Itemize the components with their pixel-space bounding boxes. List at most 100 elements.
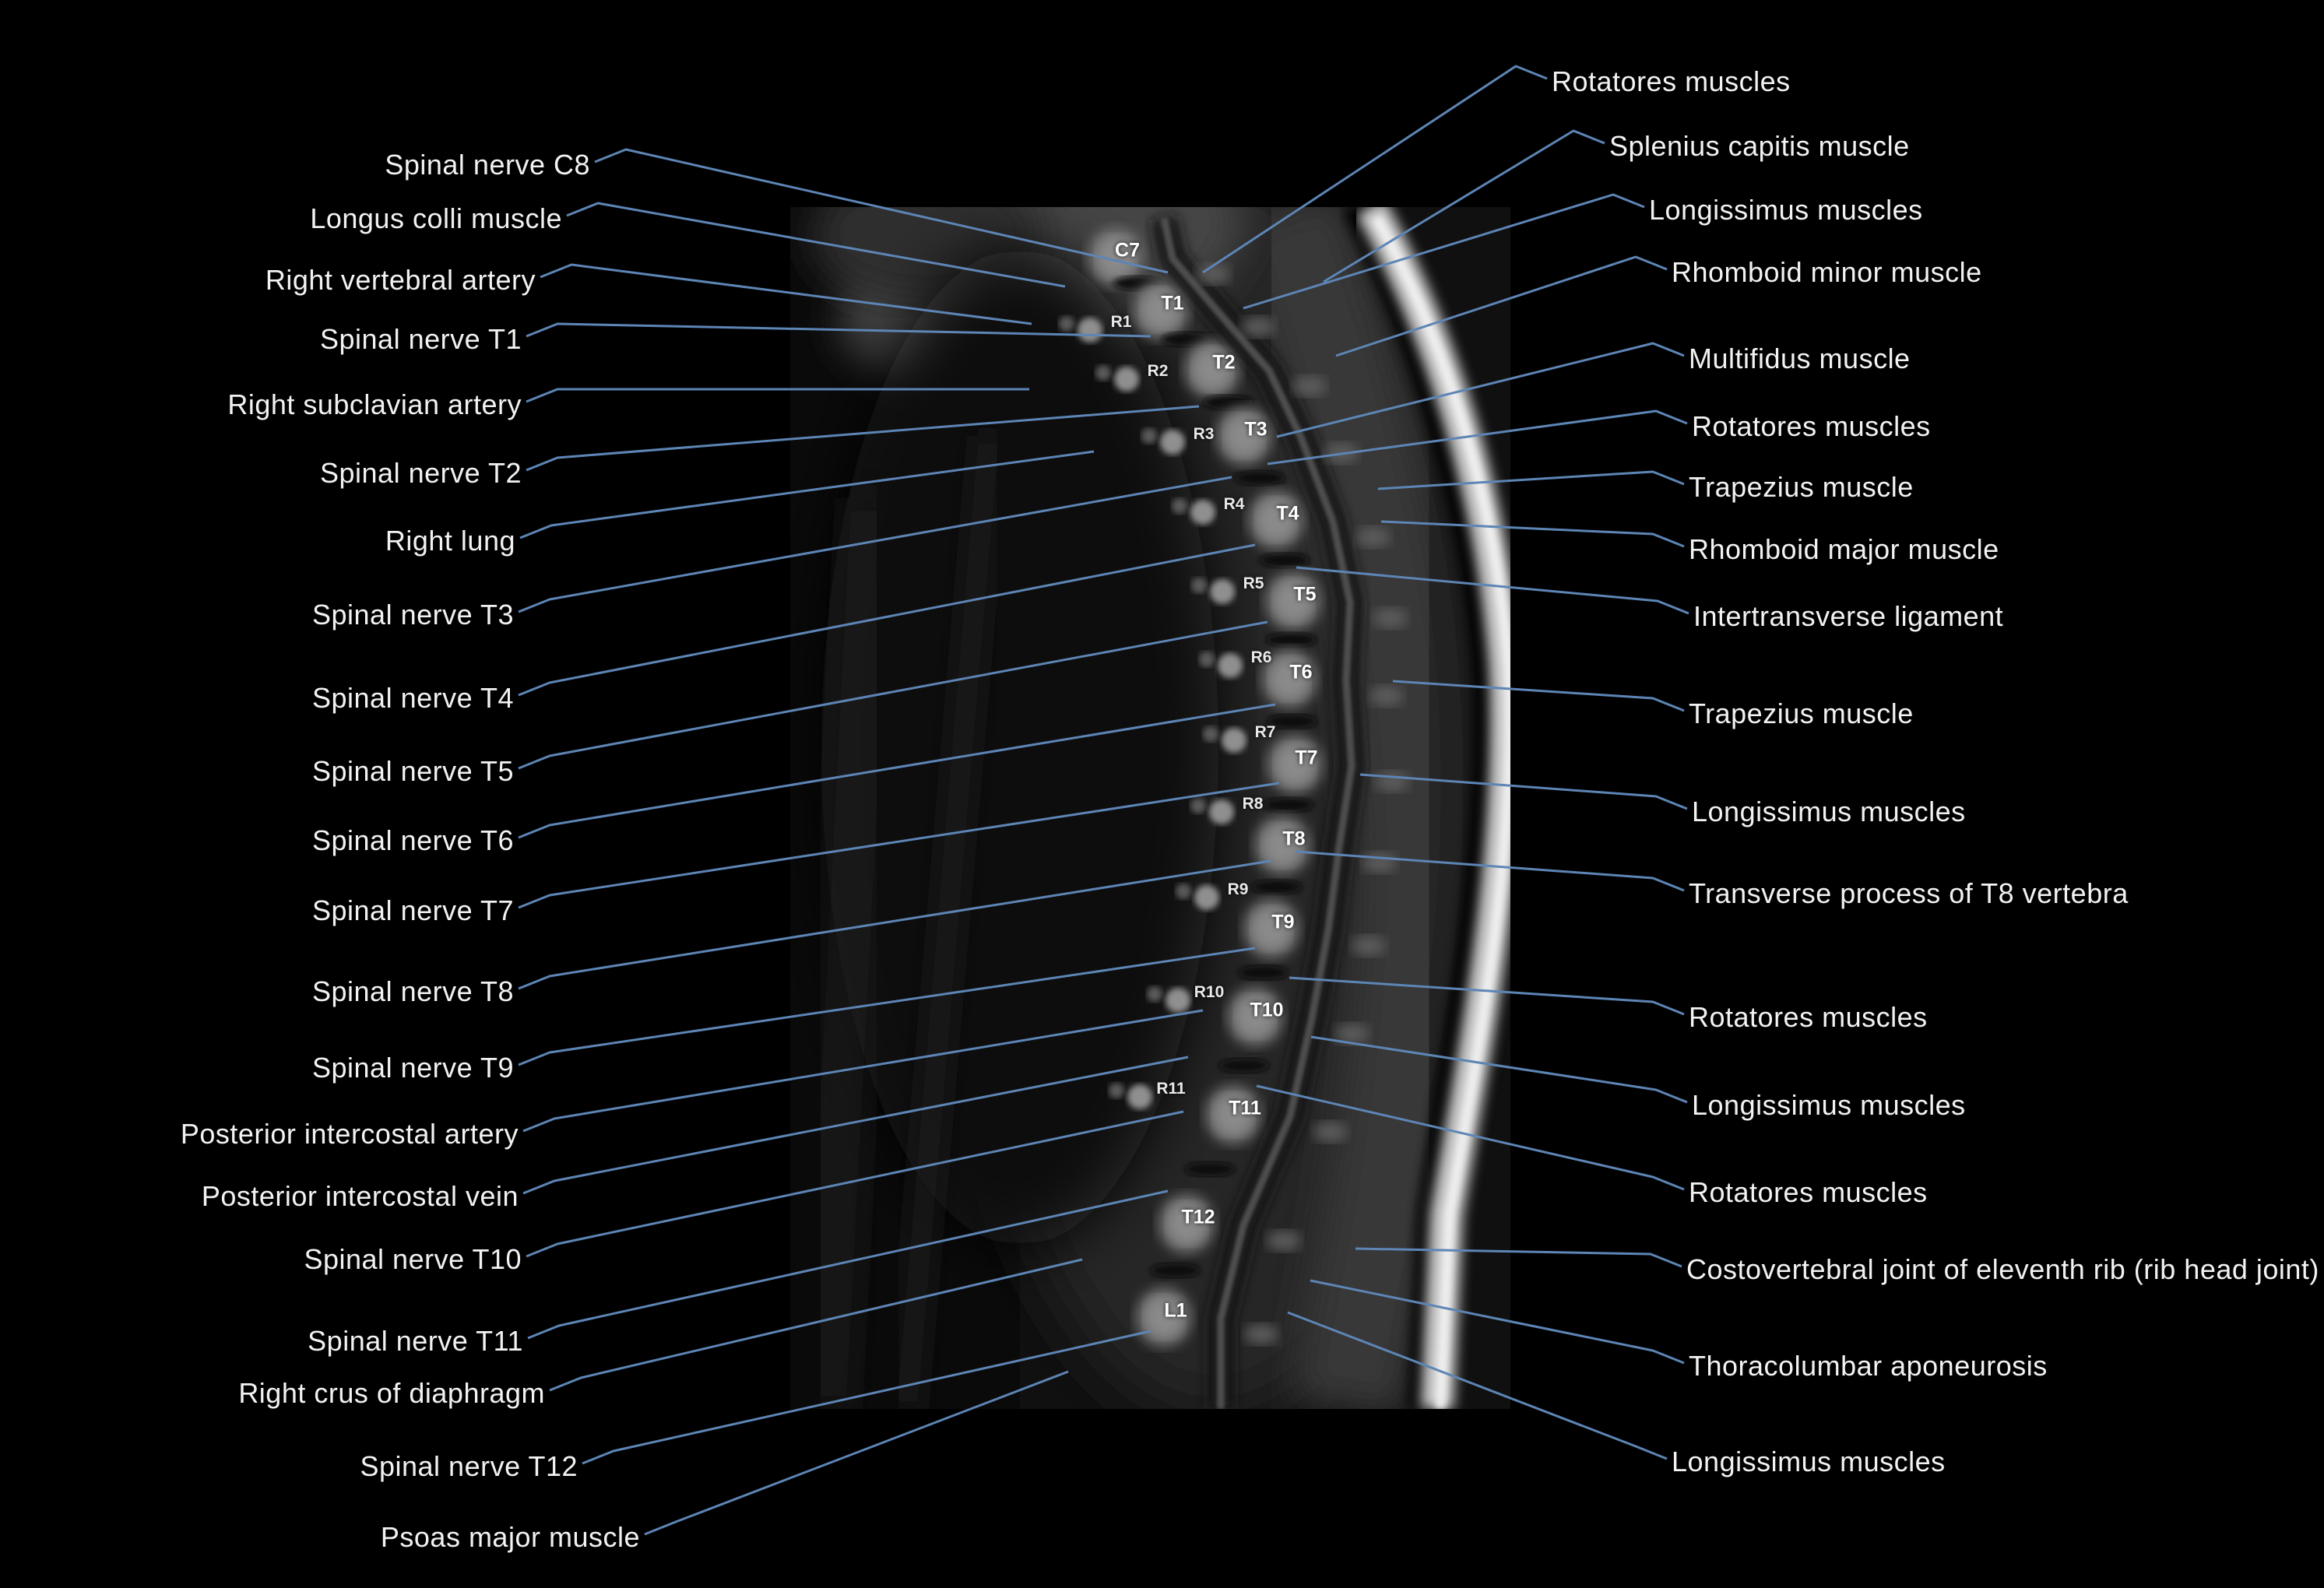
- label-right-trapezius-muscle: Trapezius muscle: [1689, 697, 1914, 730]
- leader-line-left-0: [594, 148, 1169, 274]
- leader-line-left-1: [566, 202, 1066, 288]
- rib-label-r3: R3: [1193, 425, 1215, 443]
- leader-line-right-3: [1335, 255, 1668, 357]
- vertebra-label-t10: T10: [1250, 999, 1284, 1021]
- label-right-multifidus-muscle: Multifidus muscle: [1689, 343, 1911, 375]
- rib-label-r8: R8: [1242, 795, 1264, 813]
- label-right-rotatores-muscles: Rotatores muscles: [1552, 65, 1791, 98]
- label-right-longissimus-muscles: Longissimus muscles: [1692, 796, 1966, 828]
- rib-label-r1: R1: [1110, 313, 1132, 331]
- leader-line-left-17: [527, 1189, 1169, 1340]
- vertebra-label-t7: T7: [1295, 747, 1318, 769]
- leader-line-left-11: [518, 782, 1280, 909]
- label-left-spinal-nerve-t4: Spinal nerve T4: [312, 682, 514, 715]
- vertebra-label-t5: T5: [1293, 583, 1317, 606]
- leader-line-left-10: [518, 703, 1276, 839]
- label-left-spinal-nerve-t3: Spinal nerve T3: [312, 599, 514, 631]
- leader-line-left-15: [522, 1056, 1189, 1195]
- leader-line-left-14: [522, 1009, 1204, 1133]
- label-left-spinal-nerve-t8: Spinal nerve T8: [312, 975, 514, 1008]
- label-left-spinal-nerve-t11: Spinal nerve T11: [308, 1325, 523, 1358]
- leader-line-right-10: [1359, 773, 1688, 810]
- label-right-rotatores-muscles: Rotatores muscles: [1689, 1001, 1928, 1034]
- label-right-rhomboid-major-muscle: Rhomboid major muscle: [1689, 533, 1999, 566]
- leader-line-right-8: [1296, 566, 1689, 615]
- leader-line-left-20: [644, 1370, 1069, 1536]
- label-right-rotatores-muscles: Rotatores muscles: [1689, 1176, 1928, 1209]
- leader-line-right-2: [1243, 193, 1645, 310]
- rib-label-r10: R10: [1194, 983, 1225, 1001]
- rib-label-r6: R6: [1250, 648, 1272, 666]
- label-left-spinal-nerve-t1: Spinal nerve T1: [320, 323, 522, 356]
- label-left-spinal-nerve-t10: Spinal nerve T10: [304, 1243, 522, 1276]
- label-right-splenius-capitis-muscle: Splenius capitis muscle: [1609, 130, 1910, 163]
- leader-line-right-6: [1377, 470, 1685, 490]
- leader-line-right-14: [1256, 1084, 1685, 1191]
- label-left-spinal-nerve-t9: Spinal nerve T9: [312, 1052, 514, 1084]
- label-left-right-crus-of-diaphragm: Right crus of diaphragm: [238, 1377, 545, 1410]
- leader-line-left-2: [540, 263, 1032, 325]
- label-left-right-vertebral-artery: Right vertebral artery: [265, 264, 536, 297]
- label-left-spinal-nerve-c8: Spinal nerve C8: [385, 149, 590, 181]
- leader-line-right-16: [1310, 1279, 1685, 1365]
- leader-line-right-13: [1310, 1035, 1688, 1104]
- leader-line-right-9: [1392, 680, 1685, 712]
- leader-line-left-13: [518, 947, 1256, 1066]
- vertebra-label-t9: T9: [1271, 911, 1295, 933]
- leader-line-right-12: [1289, 976, 1685, 1016]
- label-right-rotatores-muscles: Rotatores muscles: [1692, 410, 1931, 443]
- label-right-transverse-process-of-t8-vertebra: Transverse process of T8 vertebra: [1689, 877, 2129, 910]
- rib-label-r2: R2: [1147, 362, 1169, 380]
- label-left-psoas-major-muscle: Psoas major muscle: [380, 1521, 640, 1554]
- vertebra-label-t4: T4: [1276, 502, 1299, 525]
- label-right-thoracolumbar-aponeurosis: Thoracolumbar aponeurosis: [1689, 1350, 2048, 1382]
- leader-line-right-15: [1355, 1247, 1682, 1268]
- vertebra-label-t8: T8: [1282, 827, 1306, 850]
- label-right-costovertebral-joint-of-eleventh-rib-rib-head-joint: Costovertebral joint of eleventh rib (ri…: [1686, 1253, 2319, 1286]
- label-right-longissimus-muscles: Longissimus muscles: [1649, 194, 1923, 227]
- mri-sagittal-image: [790, 207, 1510, 1409]
- leader-line-left-3: [526, 322, 1151, 338]
- leader-line-right-17: [1287, 1311, 1668, 1460]
- label-left-spinal-nerve-t2: Spinal nerve T2: [320, 457, 522, 490]
- leader-line-left-9: [518, 620, 1268, 770]
- label-left-spinal-nerve-t5: Spinal nerve T5: [312, 755, 514, 788]
- vertebra-label-t6: T6: [1289, 661, 1313, 683]
- leader-line-left-16: [526, 1110, 1184, 1258]
- label-right-trapezius-muscle: Trapezius muscle: [1689, 471, 1914, 504]
- label-left-right-subclavian-artery: Right subclavian artery: [227, 388, 522, 421]
- label-right-intertransverse-ligament: Intertransverse ligament: [1693, 600, 2004, 633]
- label-left-spinal-nerve-t6: Spinal nerve T6: [312, 824, 514, 857]
- vertebra-label-l1: L1: [1164, 1299, 1187, 1322]
- label-left-spinal-nerve-t12: Spinal nerve T12: [360, 1450, 578, 1483]
- leader-line-right-7: [1380, 520, 1685, 548]
- rib-label-r5: R5: [1243, 574, 1264, 592]
- leader-line-left-4: [526, 388, 1029, 403]
- leader-line-left-12: [518, 859, 1271, 990]
- leader-line-right-5: [1267, 409, 1688, 466]
- leader-line-left-6: [519, 450, 1095, 539]
- leader-line-right-4: [1276, 342, 1685, 438]
- leader-line-left-5: [526, 405, 1200, 472]
- label-right-longissimus-muscles: Longissimus muscles: [1672, 1446, 1946, 1478]
- label-left-longus-colli-muscle: Longus colli muscle: [310, 202, 562, 235]
- rib-label-r11: R11: [1156, 1080, 1186, 1098]
- leader-line-right-0: [1202, 65, 1548, 274]
- leader-line-left-19: [582, 1330, 1151, 1465]
- vertebra-label-t2: T2: [1212, 351, 1236, 374]
- vertebra-label-t11: T11: [1229, 1097, 1261, 1119]
- vertebra-label-t12: T12: [1181, 1206, 1215, 1228]
- vertebra-label-t3: T3: [1244, 418, 1267, 441]
- rib-label-r4: R4: [1223, 495, 1245, 513]
- vertebra-label-c7: C7: [1115, 239, 1140, 262]
- rib-label-r7: R7: [1254, 723, 1276, 741]
- leader-line-right-1: [1323, 129, 1605, 283]
- leader-line-left-18: [549, 1258, 1083, 1392]
- leader-line-right-11: [1296, 850, 1685, 892]
- vertebra-label-t1: T1: [1161, 292, 1184, 314]
- rib-label-r9: R9: [1227, 880, 1249, 898]
- label-left-right-lung: Right lung: [385, 525, 515, 557]
- leader-line-left-7: [518, 476, 1232, 613]
